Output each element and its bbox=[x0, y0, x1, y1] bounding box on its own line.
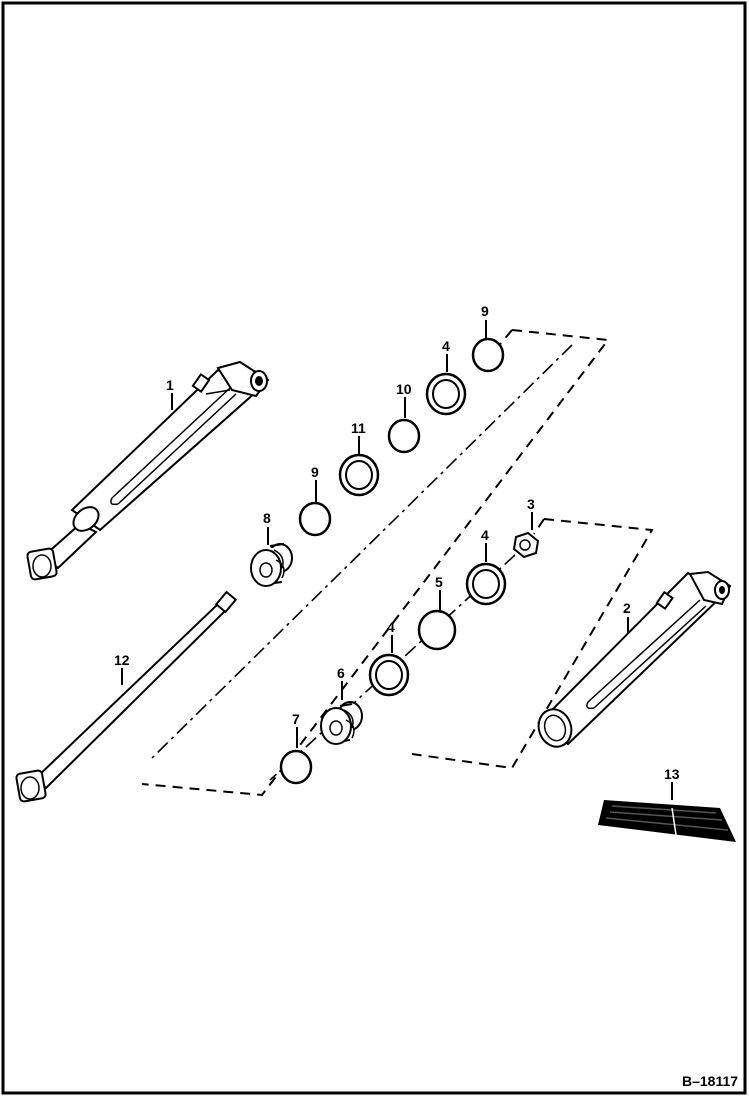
callout-9-upper: 9 bbox=[481, 303, 489, 319]
piston-6 bbox=[320, 701, 363, 745]
oring-10 bbox=[387, 418, 421, 454]
callout-4-lower: 4 bbox=[387, 619, 395, 635]
callout-10: 10 bbox=[396, 381, 412, 397]
ring-5 bbox=[417, 609, 457, 651]
callout-3: 3 bbox=[527, 496, 535, 512]
cylinder-barrel-2 bbox=[537, 570, 732, 748]
seal-11 bbox=[338, 453, 380, 497]
upper-centerline bbox=[149, 344, 573, 761]
oring-7 bbox=[279, 749, 313, 785]
callout-2: 2 bbox=[623, 600, 631, 616]
piston-8 bbox=[250, 543, 293, 587]
callout-12: 12 bbox=[114, 652, 130, 668]
callout-6: 6 bbox=[337, 665, 345, 681]
callout-9-middle: 9 bbox=[311, 464, 319, 480]
callout-8: 8 bbox=[263, 510, 271, 526]
oring-9-upper bbox=[471, 337, 505, 373]
callout-1: 1 bbox=[166, 377, 174, 393]
callout-5: 5 bbox=[435, 574, 443, 590]
callout-7: 7 bbox=[292, 711, 300, 727]
leader-lines bbox=[121, 320, 673, 800]
lower-kit-outline bbox=[411, 518, 654, 770]
seal-4-lower-left bbox=[368, 653, 410, 697]
cylinder-assembly-1 bbox=[26, 360, 270, 581]
callout-4-middle: 4 bbox=[481, 527, 489, 543]
callout-11: 11 bbox=[351, 420, 366, 436]
piston-rod-12 bbox=[15, 590, 238, 803]
seal-4-upper bbox=[425, 372, 467, 416]
callout-4-upper: 4 bbox=[442, 338, 450, 354]
decal-13 bbox=[598, 800, 736, 842]
nut-3 bbox=[512, 531, 540, 559]
seal-4-lower-right bbox=[465, 562, 507, 606]
oring-9-middle bbox=[298, 501, 332, 537]
figure-id: B–18117 bbox=[682, 1073, 738, 1089]
callout-13: 13 bbox=[664, 766, 680, 782]
